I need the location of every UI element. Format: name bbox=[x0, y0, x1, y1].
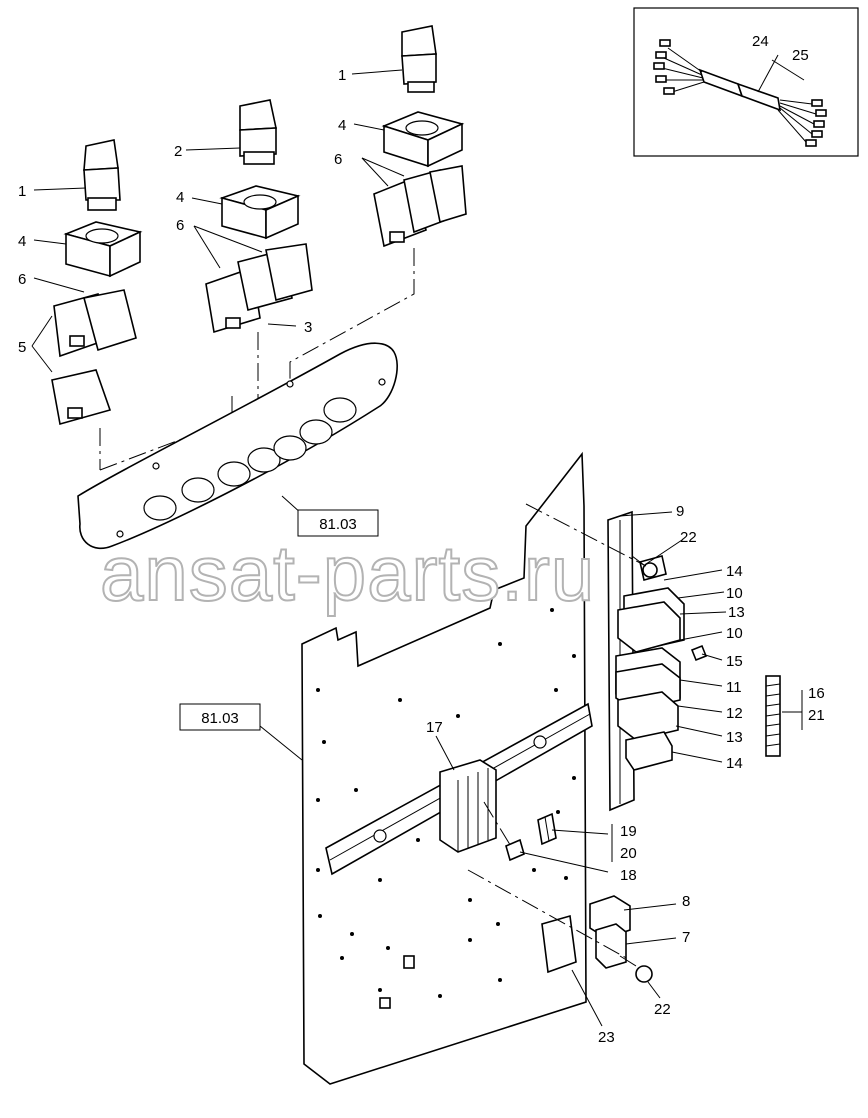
ref-label: 81.03 bbox=[201, 710, 239, 727]
callout: 6 bbox=[18, 271, 26, 288]
terminal-block bbox=[439, 759, 497, 853]
callout: 19 bbox=[620, 823, 637, 840]
switch-assembly-c bbox=[373, 25, 467, 248]
callout: 14 bbox=[726, 563, 743, 580]
ref-box bbox=[297, 509, 379, 537]
callout: 7 bbox=[682, 929, 690, 946]
callout: 10 bbox=[726, 585, 743, 602]
callout: 17 bbox=[426, 719, 443, 736]
callout: 4 bbox=[338, 117, 346, 134]
callout: 3 bbox=[304, 319, 312, 336]
callout: 25 bbox=[792, 47, 809, 64]
callout: 5 bbox=[18, 339, 26, 356]
callout-numbers: 1 1 1 2 4 4 4 4 6 6 6 5 3 24 25 9 22 14 … bbox=[18, 33, 825, 1046]
leader-lines bbox=[31, 69, 803, 1027]
callout: 10 bbox=[726, 625, 743, 642]
ref-label: 81.03 bbox=[319, 516, 357, 533]
callout: 9 bbox=[676, 503, 684, 520]
callout: 11 bbox=[726, 679, 742, 696]
callout: 4 bbox=[176, 189, 184, 206]
cable-harness-inset bbox=[633, 7, 859, 157]
switch-assembly-a bbox=[51, 139, 143, 426]
marker-strip bbox=[765, 675, 781, 757]
relay-holder bbox=[541, 895, 631, 974]
jumper-bridge bbox=[537, 812, 557, 846]
callout: 2 bbox=[174, 143, 182, 160]
callout: 22 bbox=[654, 1001, 671, 1018]
watermark: ansat-parts.ru bbox=[100, 529, 595, 617]
callout: 24 bbox=[752, 33, 769, 50]
mounting-plate bbox=[301, 451, 587, 1085]
callout: 8 bbox=[682, 893, 690, 910]
callout: 22 bbox=[680, 529, 697, 546]
relay-module-stack bbox=[615, 555, 708, 771]
callout: 20 bbox=[620, 845, 637, 862]
callout: 12 bbox=[726, 705, 743, 722]
callout: 23 bbox=[598, 1029, 615, 1046]
callout: 6 bbox=[176, 217, 184, 234]
callout: 1 bbox=[18, 183, 26, 200]
callout: 6 bbox=[334, 151, 342, 168]
ref-box bbox=[179, 703, 261, 731]
callout: 13 bbox=[726, 729, 743, 746]
control-panel-plate bbox=[77, 342, 398, 549]
callout: 21 bbox=[808, 707, 825, 724]
callout: 1 bbox=[338, 67, 346, 84]
callout: 4 bbox=[18, 233, 26, 250]
callout: 16 bbox=[808, 685, 825, 702]
callout: 18 bbox=[620, 867, 637, 884]
callout: 15 bbox=[726, 653, 743, 670]
assembly-line bbox=[289, 248, 415, 420]
switch-assembly-b bbox=[205, 99, 313, 334]
callout: 13 bbox=[728, 604, 745, 621]
screw bbox=[619, 955, 653, 983]
end-stop bbox=[505, 838, 525, 862]
callout: 14 bbox=[726, 755, 743, 772]
